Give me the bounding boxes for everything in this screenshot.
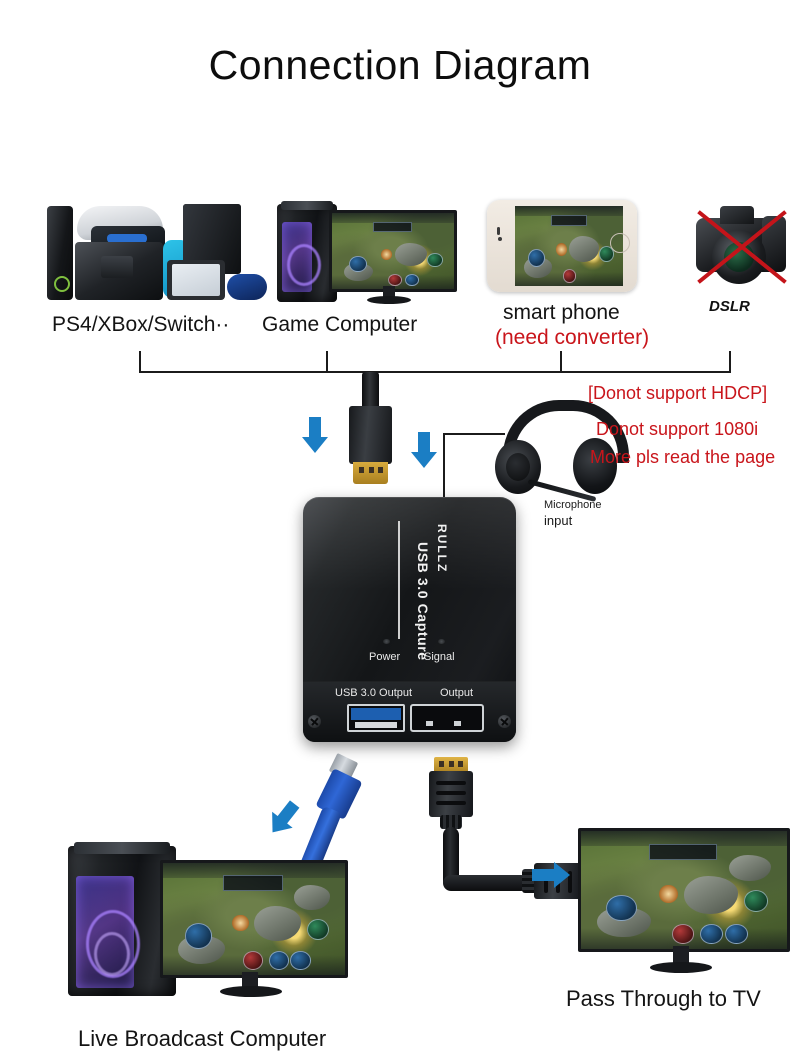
- headset-icon: [495, 400, 629, 505]
- pass-through-tv-group: [578, 828, 790, 976]
- screw-left-icon: [308, 715, 321, 728]
- hdmi-passthrough-cable-icon: [424, 757, 582, 912]
- bus-tick-phone: [560, 351, 562, 372]
- warning-1080i: Donot support 1080i: [596, 419, 759, 439]
- switch-logo-icon: [101, 256, 133, 278]
- game-monitor-icon: [329, 210, 457, 292]
- bus-tick-consoles: [139, 351, 141, 372]
- mic-label-line1: Microphone: [544, 499, 602, 511]
- device-accent-strip: [398, 521, 400, 639]
- consoles-group: [45, 198, 270, 308]
- tv-neck: [673, 946, 689, 964]
- device-brand-label: RULLZ: [435, 524, 449, 574]
- device-port-bar: USB 3.0 Output Output: [303, 681, 516, 742]
- broadcast-screen-art: [163, 863, 345, 975]
- broadcast-monitor-base: [220, 986, 282, 997]
- microphone-input-label: Microphone input: [544, 499, 601, 529]
- mic-label-line2: input: [544, 512, 573, 528]
- gamepad-icon: [227, 274, 267, 300]
- consoles-label: PS4/XBox/Switch··: [52, 313, 230, 336]
- phone-screen: [515, 206, 623, 286]
- psvr-visor-accent: [107, 234, 147, 243]
- warning-hdcp: [Donot support HDCP]: [588, 383, 768, 403]
- game-monitor-neck: [383, 286, 395, 298]
- phone-home-button: [610, 233, 630, 253]
- arrow-down-icon-right: [411, 432, 437, 470]
- smart-phone-icon: [487, 200, 637, 292]
- usb-output-label: USB 3.0 Output: [335, 687, 413, 699]
- live-broadcast-computer-label: Live Broadcast Computer: [78, 1026, 327, 1051]
- screw-right-icon: [498, 715, 511, 728]
- game-monitor-base: [367, 296, 411, 304]
- tv-monitor-icon: [578, 828, 790, 952]
- mic-line-horizontal: [443, 433, 505, 435]
- hdmi-output-port[interactable]: [410, 704, 484, 732]
- power-led-label: Power: [369, 651, 401, 663]
- smart-phone-note: (need converter): [495, 326, 650, 349]
- arrow-down-icon-left: [302, 417, 328, 455]
- switch-handheld-screen: [172, 264, 220, 296]
- game-pc-tower-icon: [277, 201, 337, 302]
- broadcast-monitor-icon: [160, 860, 348, 978]
- usb-3-output-port[interactable]: [347, 704, 405, 732]
- hdmi-output-label: Output: [440, 687, 474, 699]
- broadcast-pc-tower-icon: [68, 842, 176, 996]
- pass-through-tv-label: Pass Through to TV: [566, 986, 761, 1011]
- device-name-label: USB 3.0 Capture: [415, 542, 431, 661]
- tv-screen-art: [581, 831, 787, 949]
- xbox-power-ring-icon: [54, 276, 70, 292]
- usb-capture-device[interactable]: RULLZ USB 3.0 Capture Power Signal USB 3…: [303, 497, 516, 742]
- signal-led-label: Signal: [424, 651, 455, 663]
- device-sheen: [303, 497, 516, 591]
- smart-phone-label: smart phone: [503, 301, 620, 324]
- tv-base: [650, 962, 712, 973]
- live-broadcast-computer-group: [68, 836, 368, 997]
- game-computer-group: [277, 200, 457, 305]
- game-screen-art: [332, 213, 454, 289]
- bus-tick-game-pc: [326, 351, 328, 372]
- arrow-right-icon-tv: [532, 862, 572, 888]
- hdmi-connector-icon: [349, 372, 392, 487]
- page-title: Connection Diagram: [208, 42, 592, 88]
- warning-more-info: More pls read the page: [590, 447, 776, 467]
- phone-camera: [498, 237, 502, 241]
- phone-speaker: [497, 227, 500, 235]
- bus-horizontal-line: [139, 371, 731, 373]
- power-led-icon: [383, 639, 390, 644]
- bus-tick-dslr: [729, 351, 731, 372]
- signal-led-icon: [438, 639, 445, 644]
- mic-line-vertical: [443, 433, 445, 505]
- broadcast-monitor-neck: [242, 972, 258, 988]
- dslr-label: DSLR: [709, 298, 750, 315]
- game-computer-label: Game Computer: [262, 313, 418, 336]
